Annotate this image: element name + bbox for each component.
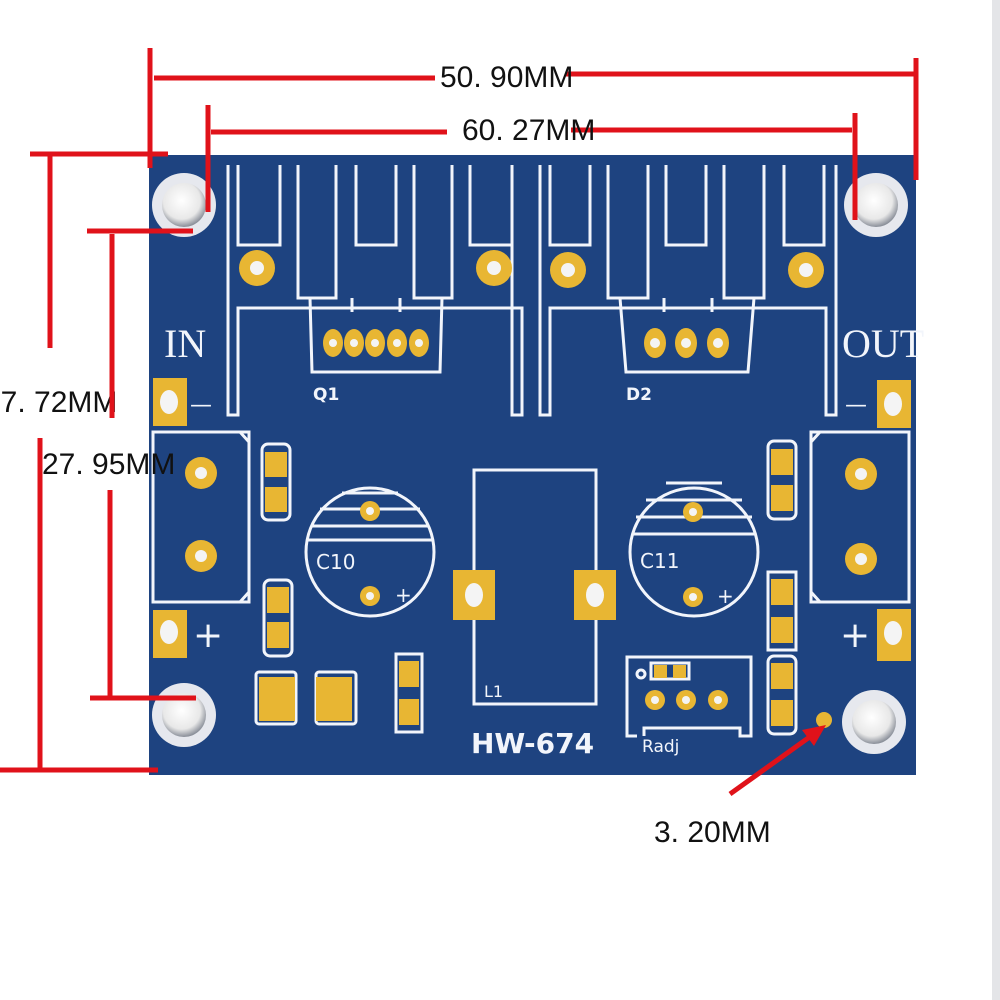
c10-polarity: + (395, 583, 412, 607)
inductor-l1 (453, 468, 616, 706)
input-plus-sign: + (193, 615, 223, 656)
output-terminal-block (809, 430, 911, 604)
label-c11: C11 (640, 549, 679, 573)
input-minus-pad (153, 378, 187, 426)
input-plus-pad (153, 610, 187, 658)
label-radj: Radj (642, 737, 679, 757)
label-d2: D2 (626, 385, 652, 405)
smd-capacitor-large (254, 670, 358, 726)
smd-resistor-r4 (766, 439, 798, 521)
mounting-hole-top-left (152, 173, 216, 237)
dim-overall-width (147, 48, 919, 180)
dim-hole-spacing-x (205, 105, 858, 220)
dim-hole-diameter-label: 3. 20MM (654, 816, 771, 849)
dim-overall-height (0, 151, 168, 773)
scrollbar[interactable] (992, 0, 1000, 1000)
mounting-hole-bottom-left (152, 683, 216, 747)
potentiometer-radj (625, 655, 753, 738)
label-out: OUT (842, 321, 924, 366)
heatsink-q1-outline (226, 165, 524, 417)
smd-resistor-r5 (766, 570, 798, 652)
smd-resistor-r6 (766, 654, 798, 736)
dim-overall-height-label: 37. 72MM (0, 386, 117, 419)
q1-pins (323, 329, 429, 357)
smd-resistor-r3 (394, 652, 424, 734)
dim-hole-spacing-y (87, 228, 196, 701)
input-terminal-block (151, 430, 251, 604)
smd-resistor-r1 (260, 442, 292, 522)
mounting-hole-bottom-right (842, 690, 906, 754)
label-in: IN (164, 321, 206, 366)
output-minus-sign: — (845, 393, 867, 418)
smd-resistor-r2 (262, 578, 294, 658)
heatsink-pads (239, 250, 824, 288)
output-minus-pad (877, 380, 911, 428)
heatsink-d2-outline (538, 165, 838, 417)
d2-pins (644, 328, 729, 358)
mounting-hole-top-right (844, 173, 908, 237)
label-c10: C10 (316, 550, 355, 574)
output-plus-sign: + (840, 615, 870, 656)
board-model-label: HW-674 (471, 727, 594, 760)
via-marker (816, 712, 832, 728)
c11-polarity: + (717, 584, 734, 608)
label-q1: Q1 (313, 385, 339, 405)
capacitor-c10 (304, 486, 436, 618)
capacitor-c11 (628, 481, 760, 618)
dim-hole-spacing-y-label: 27. 95MM (42, 448, 175, 481)
label-l1: L1 (484, 682, 503, 701)
output-plus-pad (877, 609, 911, 661)
dim-overall-width-label: 50. 90MM (440, 61, 573, 94)
dim-hole-spacing-x-label: 60. 27MM (462, 114, 595, 147)
input-minus-sign: — (190, 393, 212, 418)
dim-hole-diameter-arrow (728, 725, 826, 797)
